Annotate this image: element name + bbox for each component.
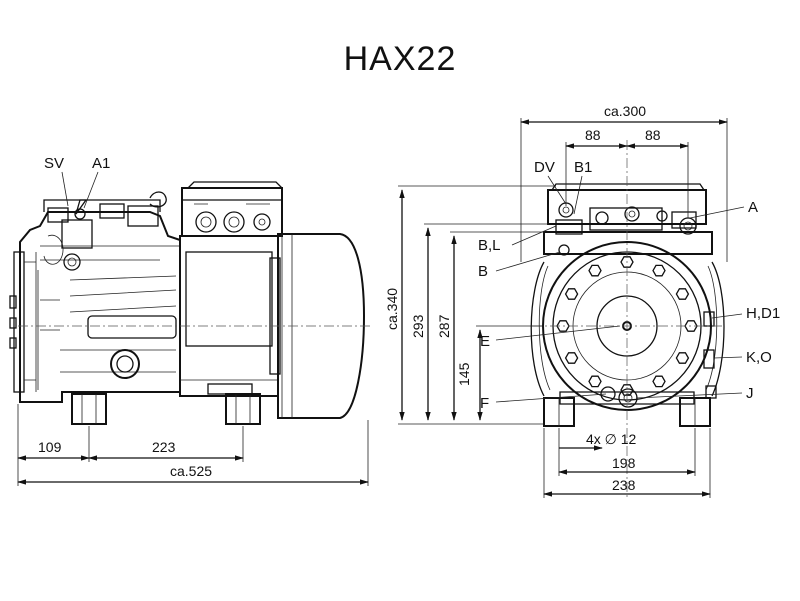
dim-525: ca.525 [170,463,212,479]
flange-bolt [675,288,690,300]
dim-238: 238 [612,477,636,493]
flange-bolt [564,352,579,364]
dim-223: 223 [152,439,176,455]
drawing-title: HAX22 [343,40,457,78]
dim-287: 287 [436,314,452,338]
flange-bolt [588,264,602,277]
label-j: J [746,385,754,402]
dim-109: 109 [38,439,62,455]
dim-88-left: 88 [585,127,601,143]
flange-bolt [652,375,666,388]
side-view-dimensions [17,404,369,486]
dim-340: ca.340 [384,288,400,330]
label-a: A [748,199,758,216]
label-e: E [480,333,490,350]
dim-145: 145 [456,362,472,386]
dim-300: ca.300 [604,103,646,119]
label-a1: A1 [92,155,110,172]
flange-bolt [620,384,634,396]
flange-bolt [564,288,579,300]
label-sv: SV [44,155,64,172]
label-b-l: B,L [478,237,501,254]
label-b1: B1 [574,159,592,176]
dim-293: 293 [410,314,426,338]
flange-bolt [675,352,690,364]
dim-198: 198 [612,455,636,471]
dim-holes: 4x ∅ 12 [586,431,637,447]
dim-88-right: 88 [645,127,661,143]
front-view-compressor [530,140,725,500]
label-f: F [480,395,489,412]
side-view-compressor [9,181,372,425]
front-view-dimensions [398,118,728,498]
label-b: B [478,263,488,280]
flange-bolt [588,375,602,388]
label-h-d1: H,D1 [746,305,780,322]
flange-bolt [652,264,666,277]
label-dv: DV [534,159,555,176]
flange-bolt [620,256,634,268]
label-k-o: K,O [746,349,772,366]
